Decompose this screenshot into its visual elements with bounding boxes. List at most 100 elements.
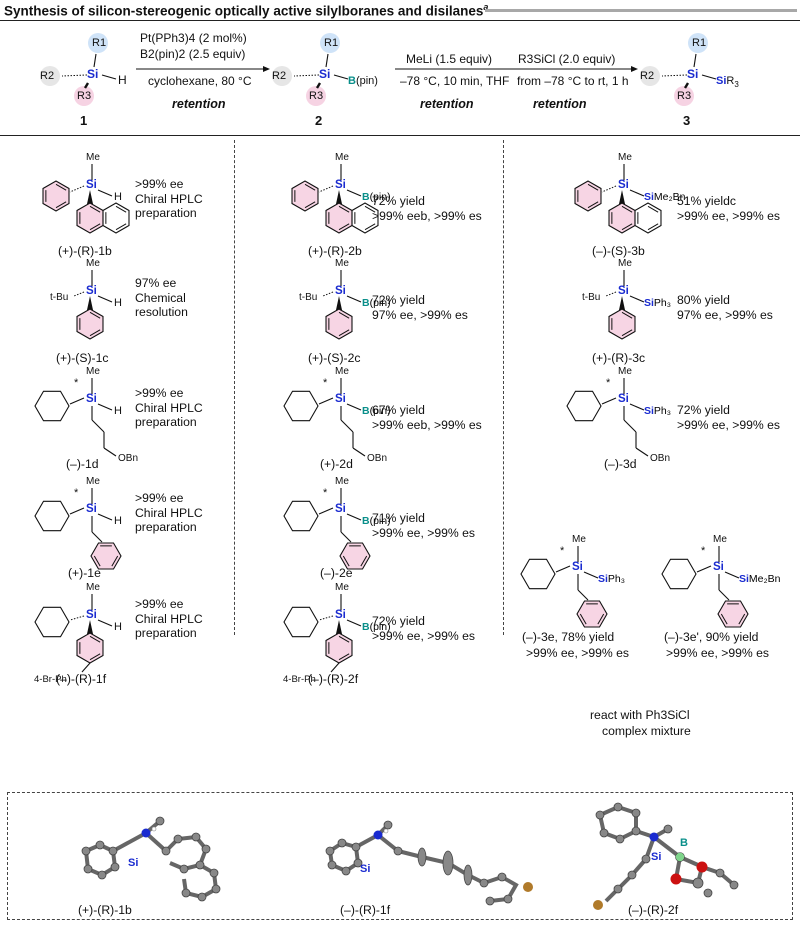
reaction-scheme: R1 R2 R3 Si H R1 R2 R3 Si B(pin) R1 R2 R…: [0, 20, 800, 136]
bond: [629, 295, 645, 303]
si-atom-label: Si: [335, 609, 346, 621]
entry-label: (–)-1d: [66, 457, 99, 471]
double-bond: [587, 201, 599, 209]
r3-label: R3: [677, 90, 692, 102]
double-bond: [597, 613, 605, 625]
methyl-label: Me: [86, 366, 100, 377]
bond: [635, 447, 649, 457]
entry-text: >99% ee Chiral HPLC preparation: [135, 177, 203, 220]
bond: [601, 397, 617, 405]
bond: [346, 295, 362, 303]
arene-fill: [609, 309, 635, 339]
bond: [97, 189, 113, 197]
compound-3-number: 3: [683, 113, 691, 128]
si-atom-label: Si: [618, 179, 629, 191]
hydrogen-label: H: [114, 297, 122, 309]
stereocenter-star: *: [74, 487, 79, 499]
bond: [69, 397, 85, 405]
silyl-group-label: SiPh₃: [644, 297, 671, 309]
si-atom: Si: [644, 297, 654, 309]
entry-label: (–)-(S)-3b: [592, 244, 645, 258]
bond: [318, 397, 334, 405]
stereocenter-star: *: [74, 377, 79, 389]
entry-label: (–)-(R)-1f: [56, 672, 107, 686]
methyl-label: Me: [86, 258, 100, 269]
bond: [696, 565, 712, 573]
bromophenyl-label: 4-Br-Ph: [283, 674, 316, 685]
double-bond: [621, 311, 633, 319]
si-atom-label: Si: [618, 285, 629, 297]
bond: [623, 419, 637, 433]
si-atom-label: Si: [335, 393, 346, 405]
arene-fill: [77, 633, 103, 663]
xray-si-label: Si: [128, 857, 139, 869]
si-atom-label: Si: [86, 179, 97, 191]
entry-label: (+)-2d: [320, 457, 353, 471]
double-bond: [342, 555, 350, 567]
step1-reagent2: B2(pin)2 (2.5 equiv): [140, 47, 246, 61]
sir3-label: SiR3: [716, 75, 739, 90]
arene-fill: [326, 203, 352, 233]
double-bond: [338, 205, 350, 213]
si-atom-label: Si: [618, 393, 629, 405]
stereocenter-star: *: [323, 487, 328, 499]
bond: [97, 295, 113, 303]
methyl-label: Me: [713, 534, 727, 545]
boron-atom: B: [362, 621, 370, 633]
double-bond: [364, 223, 376, 231]
methyl-label: Me: [335, 152, 349, 163]
double-bond: [647, 223, 659, 231]
bond: [318, 507, 334, 515]
benzene-ring: [90, 542, 122, 570]
r2-label: R2: [272, 70, 287, 82]
double-bond: [93, 555, 101, 567]
double-bond: [579, 613, 587, 625]
pin-group: (pin): [370, 621, 391, 633]
entry-label: (+)-(S)-1c: [56, 351, 109, 365]
si-atom-label: Si: [86, 393, 97, 405]
cyclohexane-ring: [520, 558, 556, 590]
arene-fill: [326, 633, 352, 663]
bond: [718, 589, 730, 601]
si-atom-label: Si: [86, 503, 97, 515]
note-line: react with Ph3SiCl: [590, 708, 690, 722]
benzene-ring: [42, 180, 70, 212]
silyl-group-label: SiMe₂Bn: [739, 573, 781, 585]
bromophenyl-label: 4-Br-Ph: [34, 674, 67, 685]
bond: [322, 291, 334, 297]
xray-structure-2f: [593, 802, 739, 910]
double-bond: [89, 329, 101, 337]
entry-label: (+)-1e: [68, 566, 101, 580]
compound-2-number: 2: [315, 113, 323, 128]
entry-text: 72% yield >99% ee, >99% es: [677, 403, 780, 432]
bond: [346, 513, 362, 521]
si-atom-label: Si: [86, 285, 97, 297]
cyclohexane-ring: [283, 500, 319, 532]
bond: [73, 291, 85, 297]
si-atom-label: Si: [335, 179, 346, 191]
bond: [352, 447, 366, 457]
step2-conditions: –78 °C, 10 min, THF: [400, 74, 510, 88]
entry-text: 97% ee Chemical resolution: [135, 276, 188, 319]
arene-fill: [77, 203, 103, 233]
arene-fill: [609, 203, 635, 233]
entry-text: 72% yield 97% ee, >99% es: [372, 293, 468, 322]
double-bond: [89, 311, 101, 319]
entry-label: (+)-(R)-1b: [58, 244, 112, 258]
bond: [97, 403, 113, 411]
bond: [577, 589, 589, 601]
bond: [629, 189, 645, 197]
methyl-label: Me: [86, 152, 100, 163]
r3-label: R3: [77, 90, 92, 102]
methyl-label: Me: [618, 258, 632, 269]
cyclohexane-ring: [283, 606, 319, 638]
methyl-label: Me: [335, 476, 349, 487]
stereocenter-star: *: [560, 545, 565, 557]
arene-fill: [43, 181, 69, 211]
silyl-substituent: Ph₃: [654, 405, 671, 417]
step2-retention: retention: [420, 97, 474, 111]
entry-text: 80% yield 97% ee, >99% es: [677, 293, 773, 322]
bpin-label: B(pin): [362, 191, 391, 203]
column-divider: [234, 140, 235, 635]
si-atom: Si: [644, 405, 654, 417]
